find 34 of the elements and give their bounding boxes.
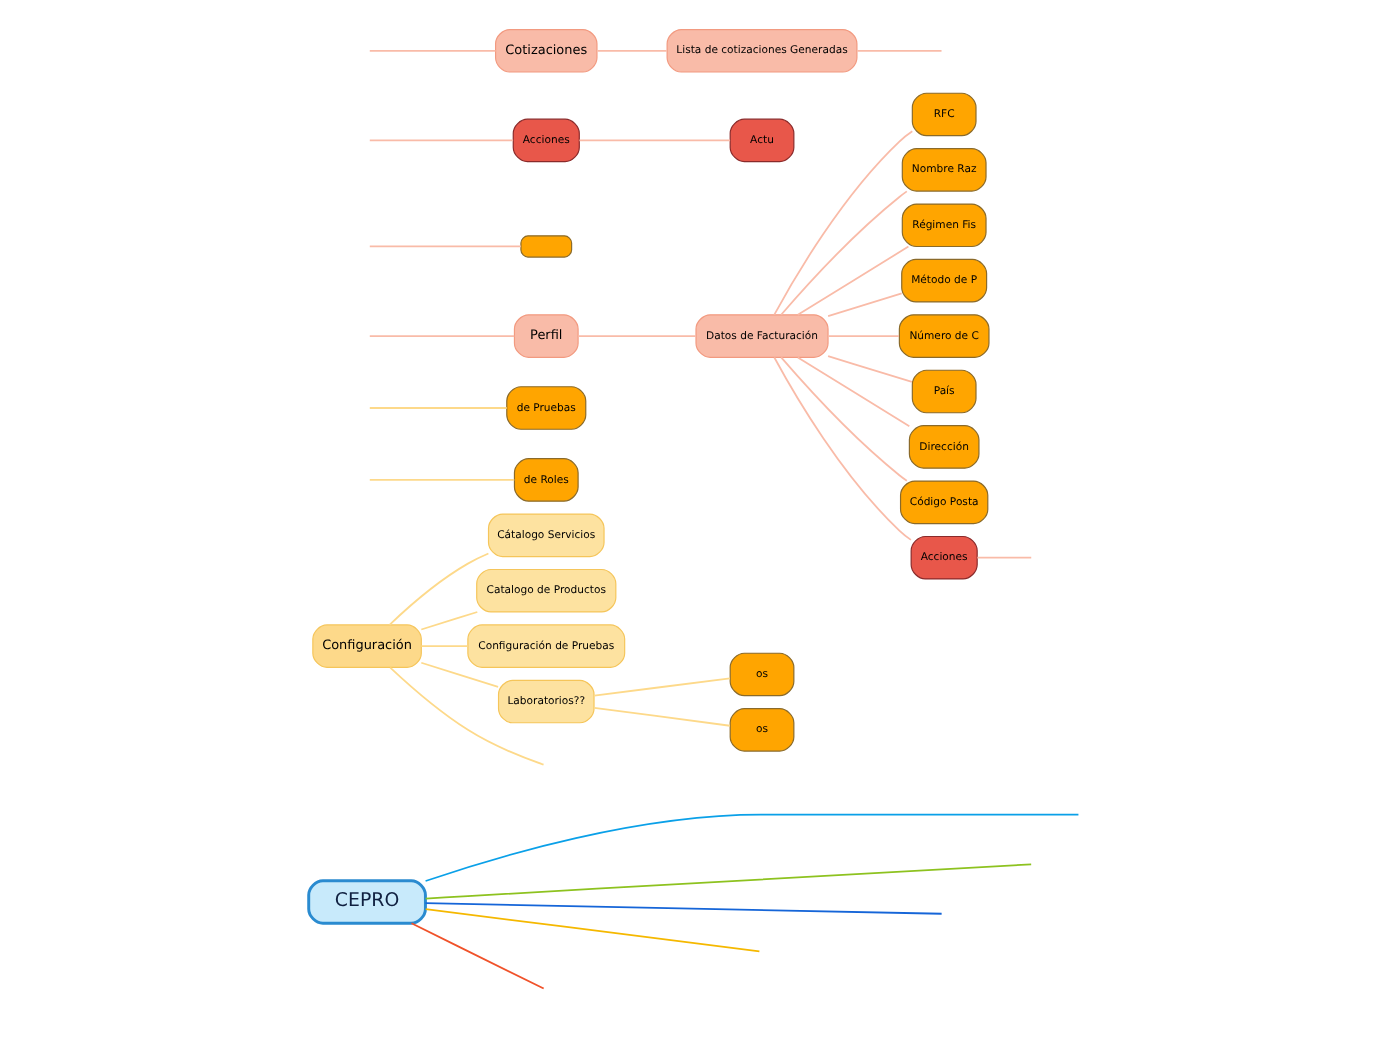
node-box (520, 235, 573, 258)
connector (410, 922, 545, 990)
connector (368, 407, 508, 409)
connector (368, 479, 516, 481)
connector (593, 706, 731, 727)
connector (420, 611, 479, 631)
connector (578, 139, 731, 142)
node-box: CEPRO (307, 879, 427, 925)
connector (796, 245, 910, 316)
connector (388, 552, 490, 626)
connector (389, 666, 545, 766)
connector (593, 677, 731, 697)
connector (827, 292, 903, 317)
connector (773, 356, 912, 541)
connector (368, 139, 514, 142)
connector (827, 355, 913, 383)
connector (424, 902, 943, 915)
connector (780, 356, 908, 482)
connector (596, 49, 668, 52)
connector (773, 130, 914, 316)
connector (780, 190, 908, 316)
connector (976, 556, 1033, 559)
connector (420, 661, 499, 688)
connector (368, 49, 497, 52)
connector (424, 813, 1080, 882)
connector (368, 245, 522, 248)
connector (577, 335, 697, 337)
connector (424, 908, 761, 953)
connector (424, 863, 1033, 900)
connector (368, 335, 516, 337)
connector (420, 645, 469, 648)
connector (856, 49, 943, 52)
connector (796, 356, 911, 428)
connector (827, 335, 900, 337)
